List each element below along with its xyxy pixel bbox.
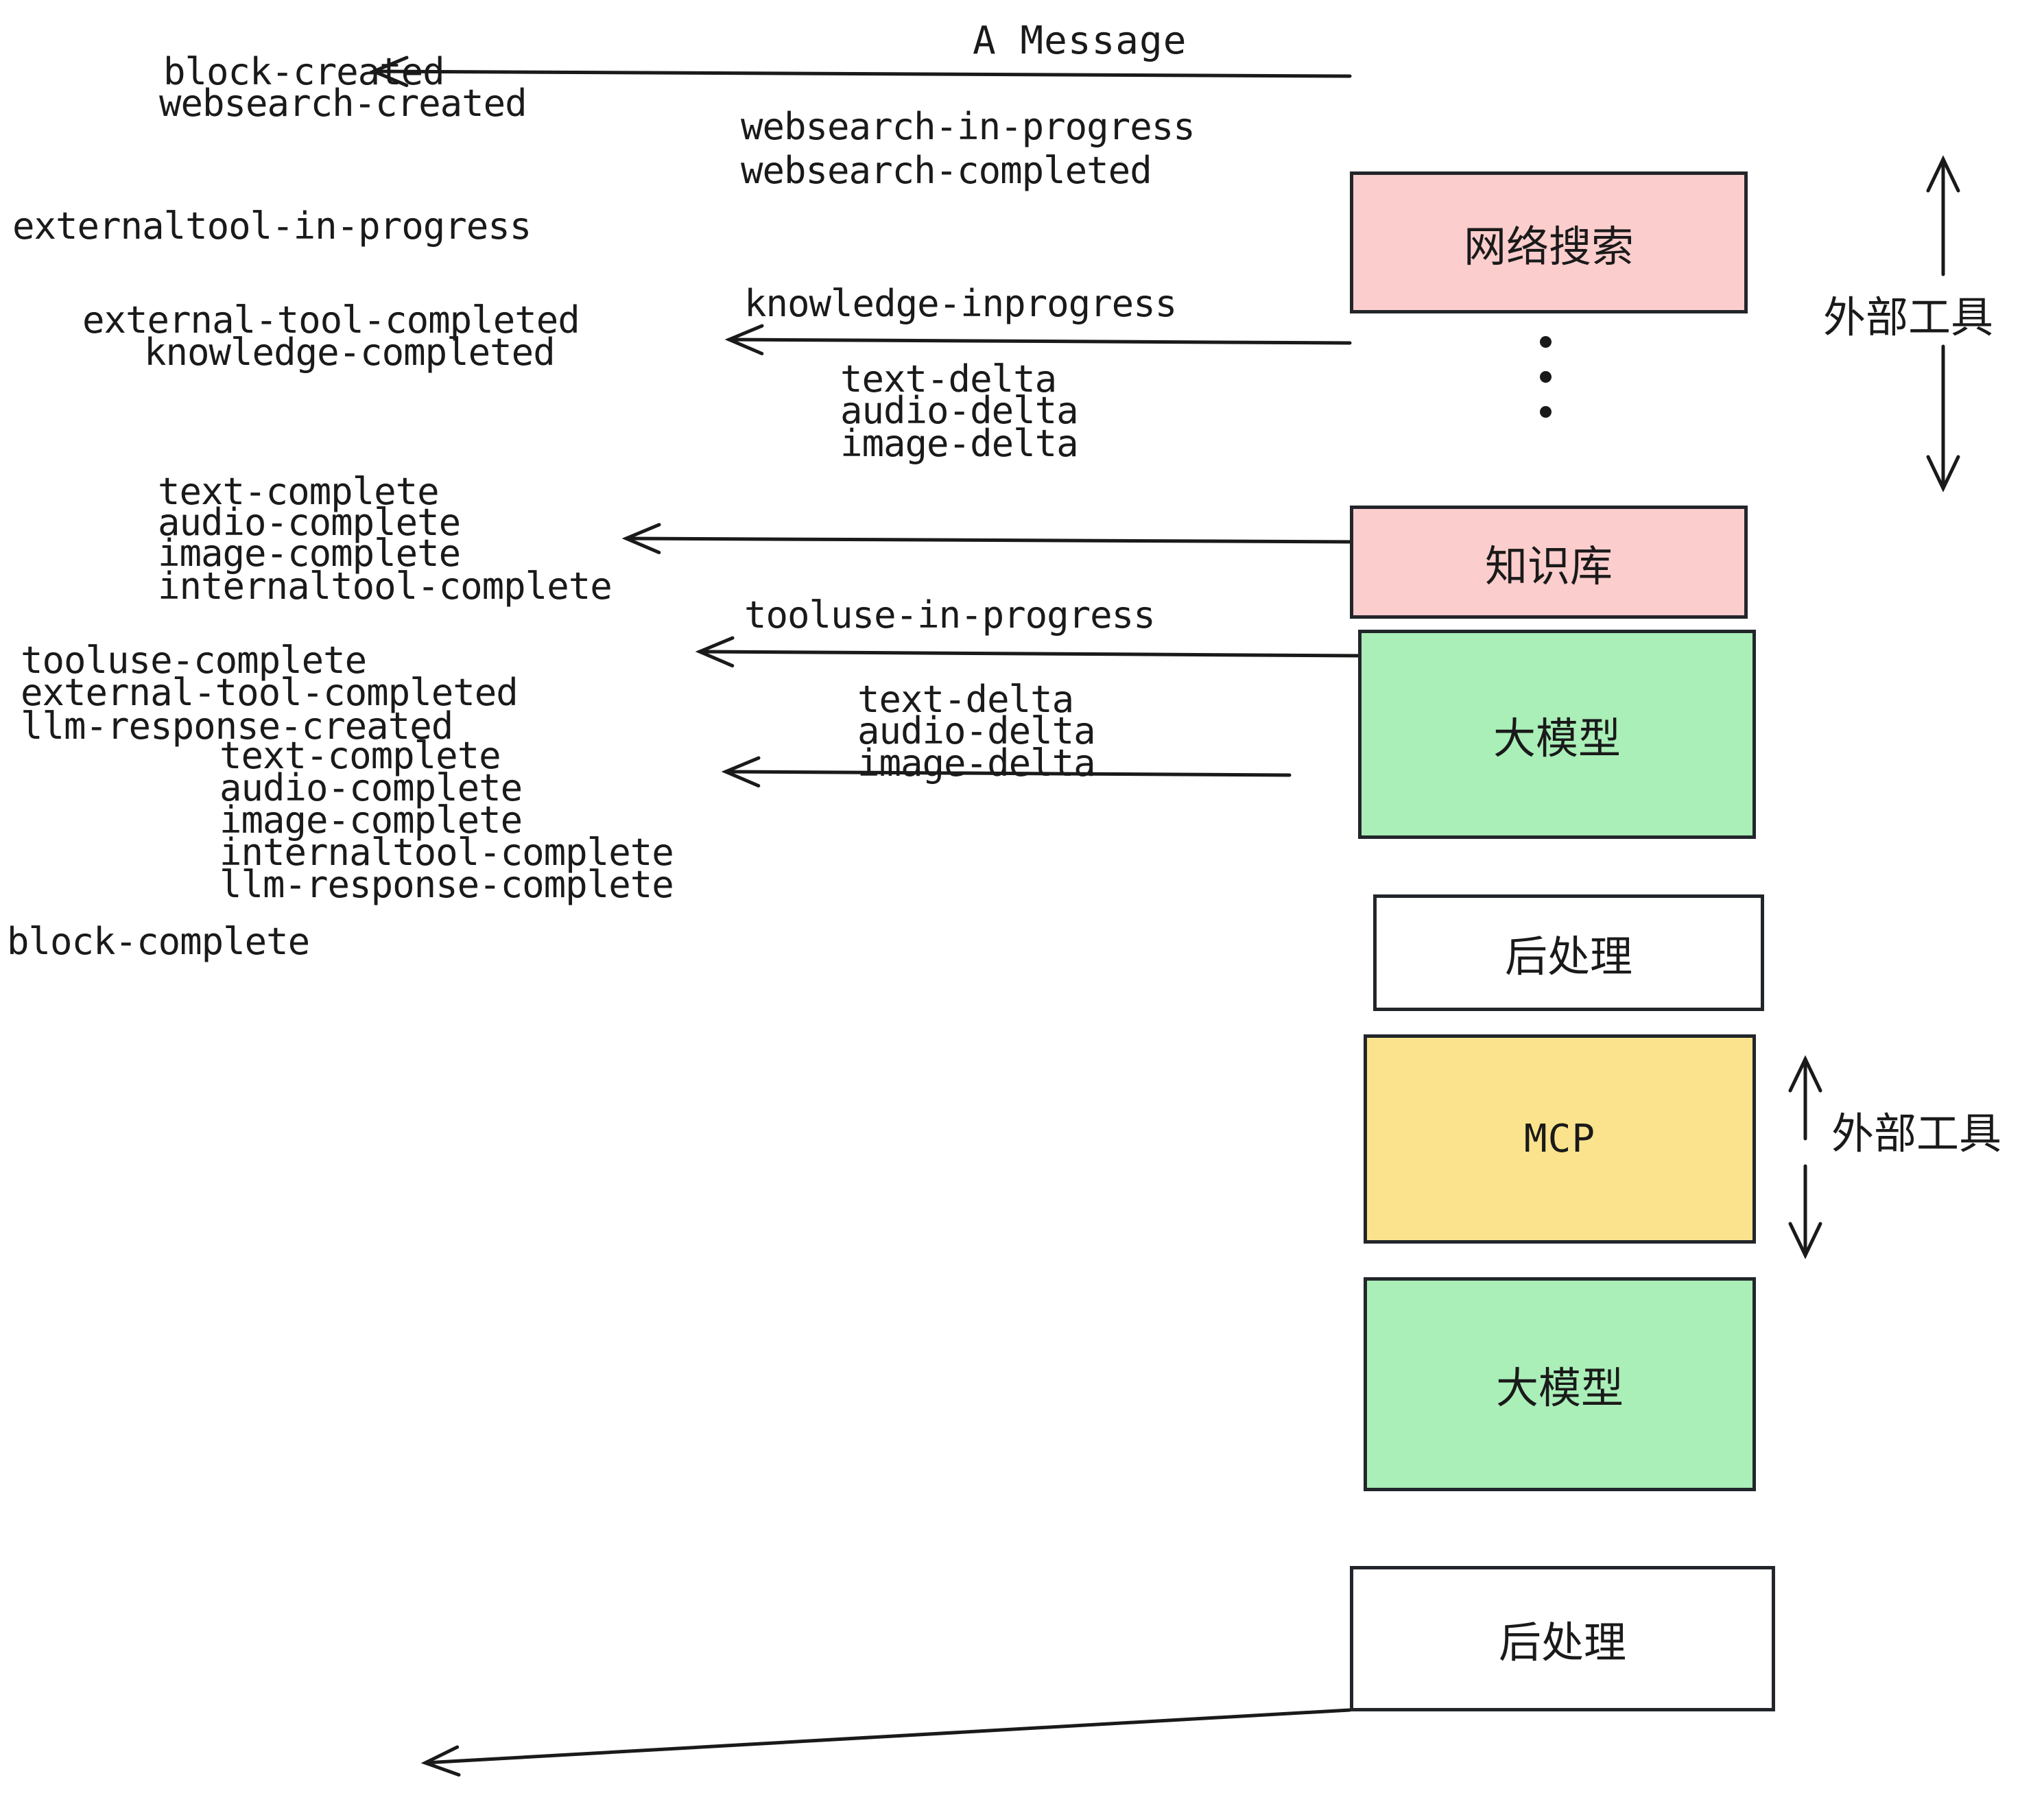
node-label-mcp: MCP — [1523, 1117, 1596, 1161]
arrow-mcp-to-tooluse-complete-head — [695, 636, 735, 668]
event-label-image-complete-1: image-complete — [158, 532, 461, 575]
event-label-external-tool-completed-1: external-tool-completed — [82, 298, 580, 342]
event-label-audio-complete-2: audio-complete — [219, 766, 523, 809]
node-label-llm-top: 大模型 — [1493, 713, 1621, 763]
event-label-audio-delta-1: audio-delta — [840, 389, 1079, 432]
event-label-llm-response-complete: llm-response-complete — [219, 863, 674, 906]
node-websearch: 网络搜索 — [1350, 171, 1748, 313]
event-label-knowledge-inprogress: knowledge-inprogress — [744, 282, 1177, 325]
event-label-websearch-completed: websearch-completed — [741, 149, 1152, 192]
arrow-mcp-to-tooluse-complete — [698, 650, 1366, 658]
external-tool-scale-up-top-head — [1926, 155, 1960, 193]
page-title: A Message — [973, 19, 1187, 63]
arrow-postprocess-to-block-complete — [423, 1708, 1352, 1765]
event-label-image-complete-2: image-complete — [219, 798, 523, 842]
node-label-postprocess-top: 后处理 — [1504, 931, 1632, 982]
arrow-knowledge-to-knowledge-completed-head — [724, 324, 764, 356]
event-label-text-complete-2: text-complete — [219, 734, 501, 777]
external-tool-scale-up-bottom-head — [1788, 1055, 1822, 1093]
event-label-external-tool-completed-2: external-tool-completed — [21, 671, 519, 714]
event-label-websearch-in-progress: websearch-in-progress — [741, 105, 1196, 148]
node-llm-top: 大模型 — [1358, 630, 1756, 839]
event-label-block-complete: block-complete — [7, 920, 310, 963]
arrow-llm-top-to-image-complete — [624, 536, 1360, 544]
event-label-image-delta-1: image-delta — [840, 422, 1079, 465]
event-label-externaltool-in-progress: externaltool-in-progress — [12, 204, 532, 248]
external-tool-scale-down-bottom-head — [1788, 1222, 1822, 1259]
event-label-text-complete-1: text-complete — [158, 470, 440, 513]
event-label-llm-response-created: llm-response-created — [21, 704, 453, 748]
event-label-tooluse-complete: tooluse-complete — [21, 639, 367, 682]
node-label-websearch: 网络搜索 — [1463, 221, 1634, 272]
event-label-block-created: block-created — [163, 50, 445, 93]
node-mcp: MCP — [1364, 1034, 1756, 1244]
event-label-text-delta-2: text-delta — [857, 678, 1074, 721]
arrow-llm-bottom-to-audio-complete-head — [721, 756, 761, 788]
event-label-text-delta-1: text-delta — [840, 357, 1057, 401]
node-label-knowledge: 知识库 — [1484, 541, 1613, 591]
arrow-postprocess-to-block-complete-head — [420, 1745, 461, 1777]
event-label-knowledge-completed: knowledge-completed — [144, 331, 556, 374]
arrow-knowledge-to-knowledge-completed — [727, 337, 1352, 345]
external-tool-scale-down-top-head — [1926, 455, 1960, 492]
event-label-audio-delta-2: audio-delta — [857, 709, 1096, 752]
side-label-external-tool-upper: 外部工具 — [1823, 292, 1994, 342]
vertical-ellipsis-icon — [1540, 336, 1552, 418]
event-label-websearch-created: websearch-created — [159, 82, 527, 125]
event-label-image-delta-2: image-delta — [857, 741, 1096, 785]
side-label-external-tool-lower: 外部工具 — [1831, 1108, 2002, 1159]
arrow-websearch-to-block-created — [372, 69, 1352, 78]
node-label-llm-bottom: 大模型 — [1495, 1363, 1624, 1413]
event-label-tooluse-in-progress: tooluse-in-progress — [744, 593, 1156, 637]
node-postprocess-bottom: 后处理 — [1350, 1566, 1775, 1711]
event-label-audio-complete-1: audio-complete — [158, 501, 461, 544]
node-postprocess-top: 后处理 — [1373, 894, 1764, 1011]
node-knowledge: 知识库 — [1350, 506, 1748, 619]
node-llm-bottom: 大模型 — [1364, 1277, 1756, 1491]
arrow-llm-top-to-image-complete-head — [621, 523, 661, 554]
event-label-internaltool-complete-2: internaltool-complete — [219, 831, 674, 874]
node-label-postprocess-bottom: 后处理 — [1498, 1617, 1626, 1667]
event-label-internaltool-complete-1: internaltool-complete — [158, 565, 613, 608]
